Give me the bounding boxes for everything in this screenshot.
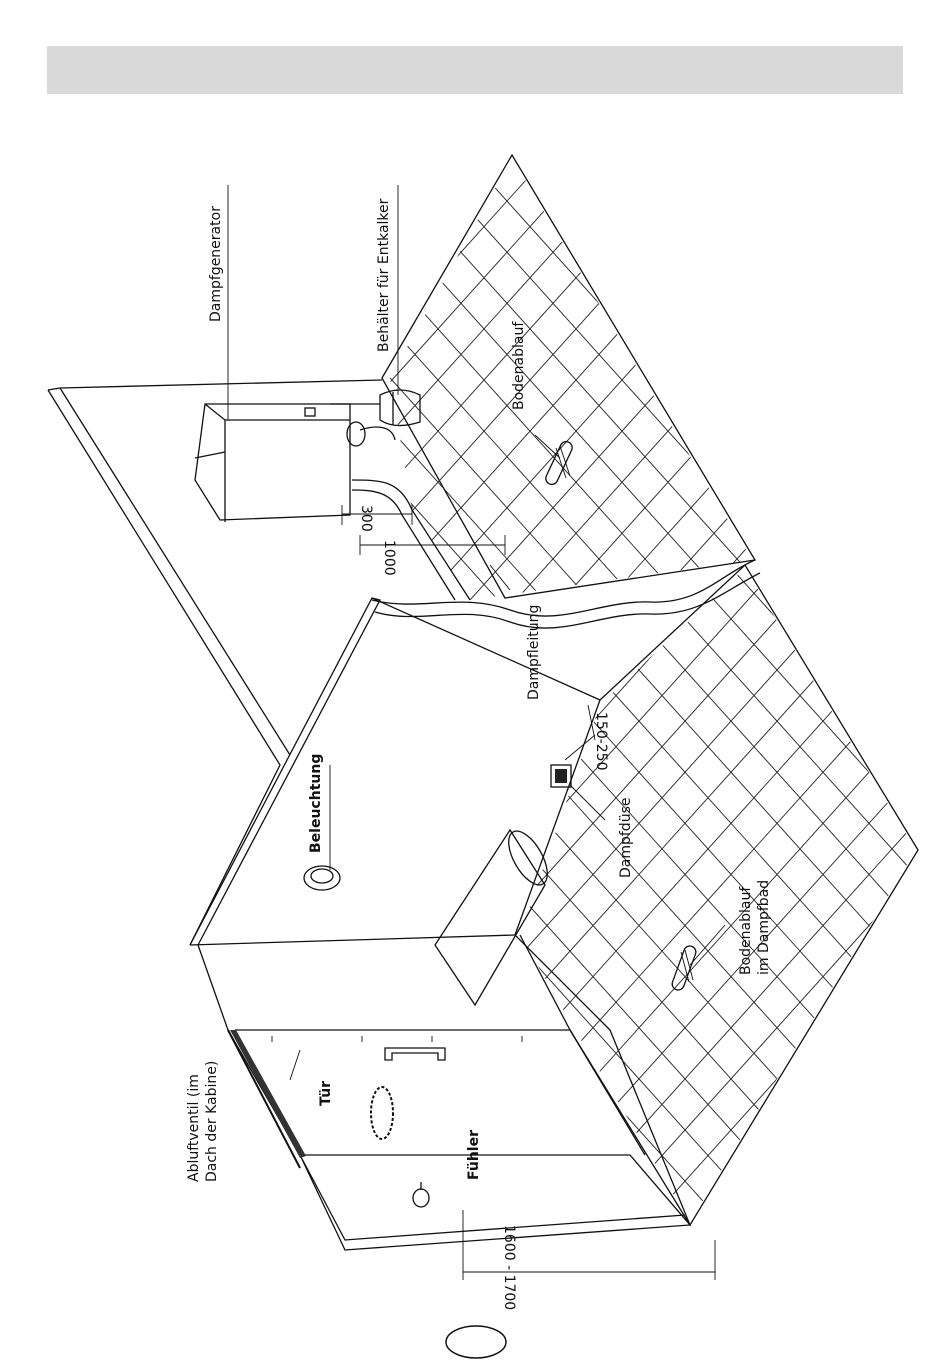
steam-nozzle-device — [551, 765, 571, 787]
door-handle — [385, 1048, 445, 1060]
label-floor-drain: Bodenablauf — [511, 321, 527, 410]
label-floor-drain-steambath-2: im Dampfbad — [756, 880, 772, 975]
lighting-fixture — [304, 866, 340, 890]
upper-floor-tiles — [0, 140, 950, 620]
label-steam-generator: Dampfgenerator — [208, 206, 224, 322]
label-door: Tür — [318, 1081, 334, 1106]
leader-lines — [228, 185, 725, 1080]
label-steam-nozzle: Dampfdüse — [618, 798, 634, 878]
dim-1600-1700: 1600 - 1700 — [501, 1225, 517, 1310]
label-exhaust-valve-2: Dach der Kabine) — [204, 1061, 220, 1182]
steam-generator-box — [195, 404, 350, 522]
dim-300: 300 — [358, 505, 374, 532]
dim-1000: 1000 — [381, 540, 397, 576]
label-floor-drain-steambath-1: Bodenablauf — [738, 886, 754, 975]
floor-break-2 — [375, 573, 760, 628]
exhaust-slot — [230, 1030, 306, 1158]
sensor-device — [413, 1182, 429, 1207]
label-descaler-container: Behälter für Entkalker — [376, 198, 392, 352]
descaler-container-device — [380, 390, 420, 426]
upper-floor — [0, 140, 950, 620]
exhaust-valve-outline — [371, 1087, 393, 1139]
label-sensor: Fühler — [466, 1130, 482, 1180]
label-lighting: Beleuchtung — [308, 754, 324, 853]
floor-drain-steambath-grate — [670, 944, 697, 991]
dim-150-250: 150-250 — [593, 712, 609, 771]
label-exhaust-valve-1: Abluftventil (im — [186, 1074, 202, 1182]
door-rail — [272, 1036, 522, 1042]
label-steam-line: Dampfleitung — [526, 605, 542, 700]
page-number-oval — [446, 1326, 506, 1358]
steam-pipes — [330, 404, 470, 600]
